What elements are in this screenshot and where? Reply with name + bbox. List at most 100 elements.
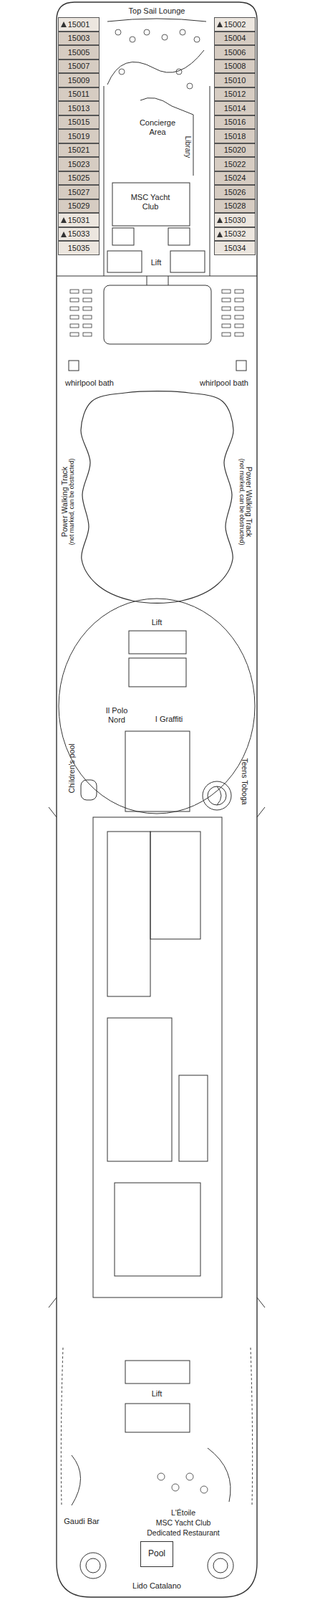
sun-lounger	[70, 323, 79, 328]
cabin-number: 15012	[224, 89, 247, 99]
area-label: whirlpool bath	[65, 378, 114, 388]
lounge-bench	[107, 50, 205, 85]
cabin-box: 15012	[214, 87, 256, 102]
cabin-number: 15018	[224, 131, 247, 141]
sun-lounger	[70, 332, 79, 336]
cabin-marker	[216, 21, 223, 28]
whirlpool-square	[68, 360, 79, 371]
stair-core	[125, 1358, 190, 1382]
cabin-marker	[60, 231, 67, 237]
restaurant-table	[186, 1471, 194, 1479]
sun-lounger	[70, 315, 79, 319]
restaurant-table	[171, 1481, 179, 1490]
whirlpool	[80, 1550, 106, 1577]
cabin-marker	[216, 231, 223, 237]
water-slide	[202, 780, 232, 809]
area-label: Dedicated Restaurant	[146, 1526, 220, 1535]
cabin-number: 15016	[224, 117, 247, 126]
restaurant-table	[200, 1484, 208, 1492]
cabin-number: 15009	[68, 75, 91, 85]
area-label: Teens Toboga	[240, 756, 250, 804]
area-label: Children's pool	[67, 742, 76, 792]
cabin-box: 15033	[57, 226, 100, 242]
cabin-marker	[60, 21, 67, 28]
room	[168, 227, 190, 245]
area-label: L'Étoile	[171, 1506, 196, 1515]
cabin-box: 15023	[57, 156, 100, 172]
cabin-box: 15004	[214, 31, 256, 46]
bar-structure	[125, 730, 190, 811]
cabin-number: 15021	[68, 145, 91, 154]
cabin-box: 15002	[214, 17, 256, 32]
superstructure	[93, 816, 222, 1296]
area-label: Power Walking Track	[244, 466, 254, 537]
superstructure	[178, 1073, 208, 1160]
sun-lounger	[221, 332, 231, 336]
cabin-box: 15027	[57, 184, 100, 200]
main-pool	[80, 390, 234, 603]
cabin-box: 15022	[214, 156, 256, 172]
sun-lounger	[221, 306, 231, 310]
cabin-number: 15024	[224, 173, 247, 182]
area-label: Top Sail Lounge	[128, 6, 186, 16]
cabin-number: 15019	[68, 131, 91, 141]
area-label: (not marked, can be obstructed)	[68, 458, 76, 545]
cabin-marker	[60, 231, 67, 237]
area-label: Il Polo Nord	[100, 705, 133, 724]
sun-lounger	[83, 306, 92, 310]
cabin-box: 15034	[214, 240, 256, 255]
cabin-box: 15013	[57, 100, 100, 116]
cabin-box: 15035	[57, 240, 100, 255]
cabin-number: 15015	[68, 117, 91, 126]
wall	[103, 85, 105, 276]
cabin-number: 15035	[68, 243, 91, 252]
cabin-number: 15003	[68, 33, 91, 43]
cabin-number: 15011	[68, 89, 90, 99]
cabin-number: 15020	[224, 145, 247, 154]
cabin-box: 15009	[57, 73, 100, 88]
whirlpool	[85, 1556, 101, 1571]
cabin-number: 15002	[224, 20, 247, 29]
sun-lounger	[70, 297, 79, 302]
lounge-table	[186, 83, 193, 89]
lounge-partition	[140, 97, 194, 176]
cabin-box: 15011	[57, 87, 100, 102]
cabin-number: 15010	[224, 75, 247, 85]
area-label: Lido Catalano	[132, 1579, 182, 1589]
childrens-pool	[80, 778, 97, 799]
cabin-box: 15006	[214, 45, 256, 60]
cabin-box: 15003	[57, 31, 100, 46]
cabin-number: 15008	[224, 61, 247, 71]
cabin-number: 15028	[224, 201, 247, 210]
sun-lounger	[70, 306, 79, 310]
lounge-bench	[107, 18, 207, 22]
cabin-box: 15014	[214, 100, 256, 116]
cabin-marker	[60, 216, 67, 223]
restaurant-wall	[207, 1446, 231, 1500]
sun-deck	[103, 284, 212, 344]
area-label: MSC Yacht Club	[156, 1516, 212, 1525]
gaudi-bar-counter	[71, 1453, 81, 1504]
sun-lounger	[221, 323, 231, 328]
sun-lounger	[83, 315, 92, 319]
cabin-marker	[60, 216, 67, 223]
cabin-number: 15032	[224, 229, 247, 238]
sun-lounger	[234, 289, 244, 293]
cabin-number: Pool	[148, 1547, 166, 1557]
sun-lounger	[221, 315, 231, 319]
area-label: Power Walking Track	[60, 466, 69, 537]
yacht-club-room	[112, 182, 190, 226]
cabin-box: 15031	[57, 212, 100, 227]
sun-lounger	[70, 289, 79, 293]
dashed-track	[60, 1345, 63, 1504]
sun-lounger	[83, 289, 92, 293]
cabin-number: 15034	[224, 243, 247, 252]
lounge-table	[176, 68, 182, 75]
sun-lounger	[234, 315, 244, 319]
cabin-box: 15016	[214, 115, 256, 130]
lounge-table	[129, 36, 136, 43]
dashed-track	[250, 1345, 253, 1504]
cabin-box: 15019	[57, 128, 100, 144]
sun-lounger	[234, 306, 244, 310]
